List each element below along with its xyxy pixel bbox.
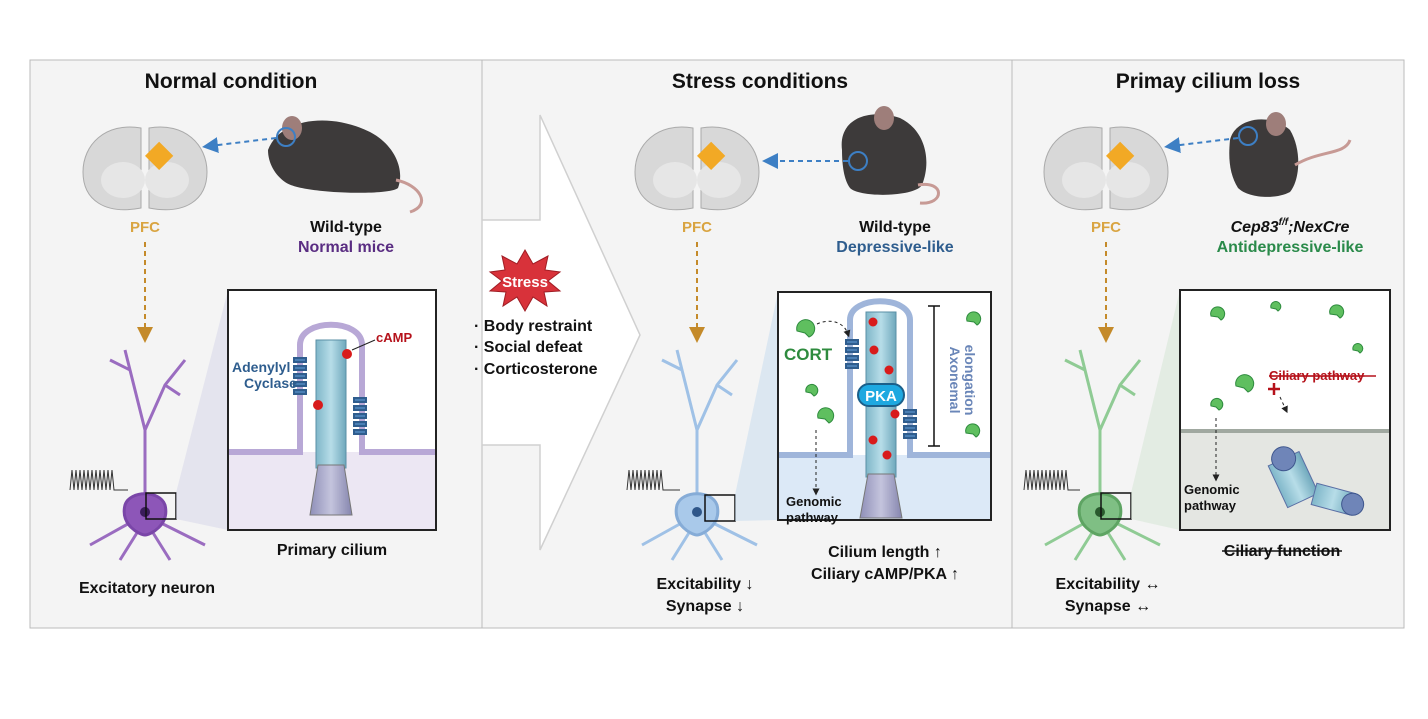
brain-icon (82, 126, 208, 211)
stress-caption: Ciliary cAMP/PKA ↑ (811, 566, 959, 583)
axonemal-label-line1: Axonemal (947, 347, 963, 414)
genomic-pathway-label: Genomic (1184, 482, 1240, 497)
panel-loss-title: Primay cilium loss (1116, 70, 1300, 93)
transition-chevron (481, 114, 641, 551)
pfc-label: PFC (130, 219, 160, 236)
panel-normal-title: Normal condition (145, 70, 318, 93)
axonemal-elongation-label: Axonemal elongation (947, 345, 978, 416)
axonemal-label-line2: elongation (962, 345, 978, 416)
adenylyl-cyclase-label: Cyclase (244, 375, 297, 391)
cilium-inset-stress (777, 291, 992, 521)
cilium-inset-loss (1179, 289, 1391, 531)
mouse-phenotype-label: Depressive-like (836, 239, 954, 256)
synapse-label: Synapse ↓ (666, 598, 744, 615)
mouse-icon (202, 116, 423, 214)
brain-icon (1043, 126, 1169, 211)
neuron-label: Excitatory neuron (79, 580, 215, 597)
genotype-rest: ;NexCre (1288, 219, 1349, 236)
genomic-pathway-label: pathway (1184, 498, 1237, 513)
stress-caption: Cilium length ↑ (828, 544, 942, 561)
cort-label: CORT (784, 345, 833, 364)
camp-label: cAMP (376, 330, 412, 345)
mouse-phenotype-label: Antidepressive-like (1217, 239, 1364, 256)
mouse-genotype-label: Wild-type (310, 219, 382, 236)
mouse-icon (1164, 112, 1352, 197)
neuron-icon (626, 349, 758, 561)
genomic-pathway-label: Genomic (786, 494, 842, 509)
neuron-icon (69, 349, 206, 561)
mouse-genotype-label: Cep83f/f;NexCre (1231, 217, 1350, 236)
excitability-label: Excitability ↓ (657, 576, 754, 593)
adenylyl-cyclase-label: Adenylyl (232, 359, 290, 375)
cilium-inset-normal (227, 289, 437, 531)
stress-badge-label: Stress (502, 274, 548, 291)
genotype-main: Cep83 (1231, 219, 1279, 236)
synapse-label: Synapse ↔ (1065, 598, 1151, 615)
panel-stress-title: Stress conditions (672, 70, 848, 93)
cilium-caption: Primary cilium (277, 542, 387, 559)
mouse-icon (762, 106, 940, 205)
genotype-superscript: f/f (1279, 217, 1290, 228)
brain-icon (634, 126, 760, 211)
stress-item: · Corticosterone (474, 361, 598, 378)
excitability-label: Excitability ↔ (1056, 576, 1161, 593)
zoom-wedge (735, 292, 778, 521)
stress-badge (488, 248, 562, 313)
pfc-label: PFC (682, 219, 712, 236)
zoom-wedge (176, 290, 228, 530)
mouse-phenotype-label: Normal mice (298, 239, 394, 256)
pka-label: PKA (865, 388, 897, 405)
mouse-genotype-label: Wild-type (859, 219, 931, 236)
zoom-wedge (1131, 290, 1180, 530)
genomic-pathway-label: pathway (786, 510, 839, 525)
stress-item: · Body restraint (474, 318, 593, 335)
stress-item: · Social defeat (474, 339, 583, 356)
pfc-label: PFC (1091, 219, 1121, 236)
